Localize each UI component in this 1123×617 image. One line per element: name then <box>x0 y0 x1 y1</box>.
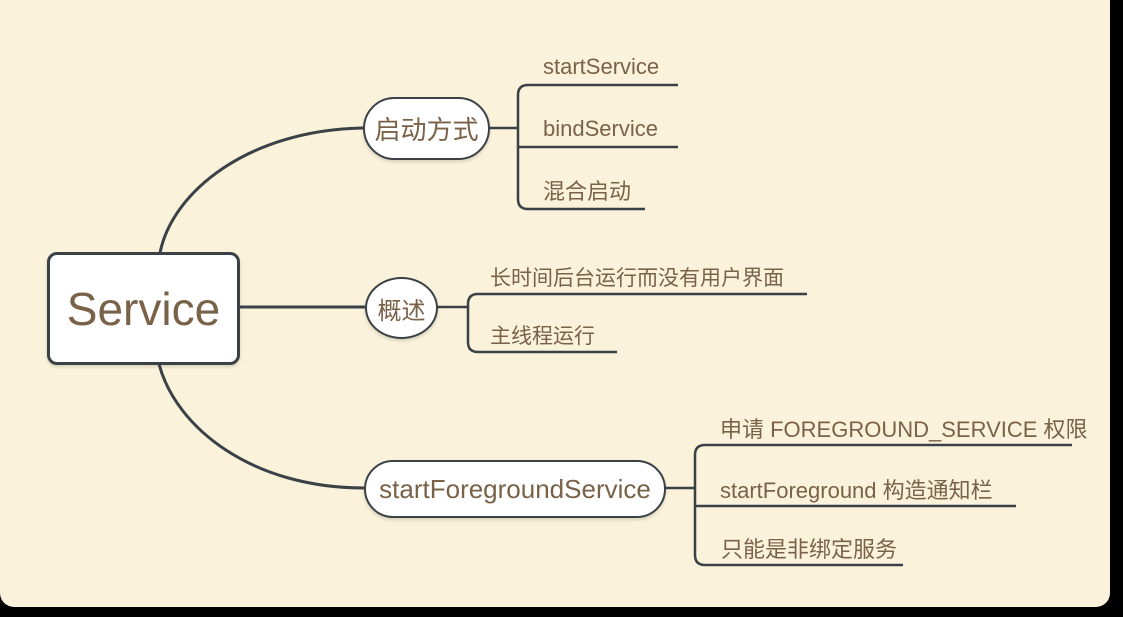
leaf-node-bind-service[interactable]: bindService <box>543 116 658 141</box>
leaf-node-main-thread[interactable]: 主线程运行 <box>490 325 595 348</box>
leaf-node-start-service[interactable]: startService <box>543 54 660 79</box>
leaf-node-mixed-start[interactable]: 混合启动 <box>543 179 632 204</box>
branch-node-start-foreground-service[interactable]: startForegroundService <box>364 460 666 518</box>
root-node-service[interactable]: Service <box>47 252 240 365</box>
branch-node-overview[interactable]: 概述 <box>365 277 438 339</box>
leaf-node-foreground-permission[interactable]: 申请 FOREGROUND_SERVICE 权限 <box>720 417 1088 442</box>
branch-node-startup-methods[interactable]: 启动方式 <box>363 97 490 160</box>
leaf-node-unbound-only[interactable]: 只能是非绑定服务 <box>721 537 898 562</box>
leaf-node-start-foreground-notification[interactable]: startForeground 构造通知栏 <box>720 478 993 503</box>
leaf-node-background-no-ui[interactable]: 长时间后台运行而没有用户界面 <box>490 267 784 290</box>
